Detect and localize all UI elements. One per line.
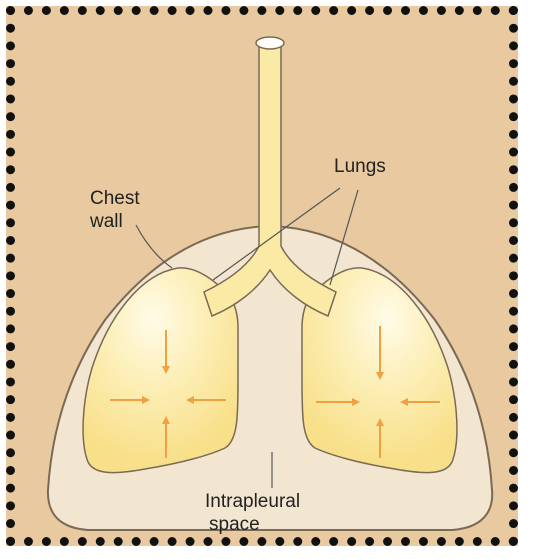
intrapleural-label-line2: space xyxy=(205,513,300,536)
intrapleural-label-line1: Intrapleural xyxy=(205,490,300,513)
lungs-label-text: Lungs xyxy=(334,155,386,178)
chest-wall-label-line1: Chest xyxy=(90,187,140,210)
intrapleural-space-label: Intrapleural space xyxy=(205,490,300,536)
chest-wall-label-line2: wall xyxy=(90,210,140,233)
trachea-opening xyxy=(256,37,284,49)
chest-wall-label: Chest wall xyxy=(90,187,140,233)
lungs-label: Lungs xyxy=(334,155,386,178)
